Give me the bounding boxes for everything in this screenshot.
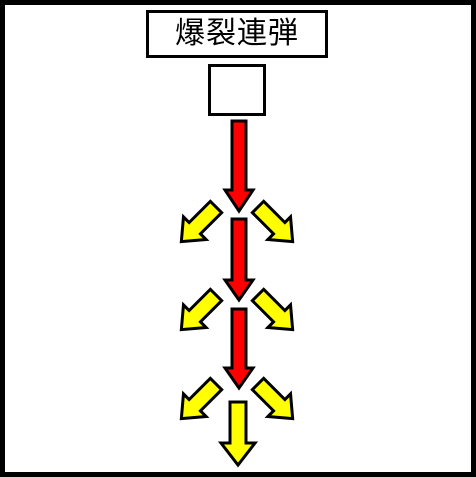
source-block bbox=[208, 64, 266, 116]
title-box: 爆裂連弾 bbox=[146, 10, 328, 58]
diagram-title: 爆裂連弾 bbox=[175, 16, 299, 51]
yellow-arrow-left-1 bbox=[179, 199, 224, 244]
red-arrow-1 bbox=[222, 119, 256, 214]
yellow-arrow-right-1 bbox=[250, 199, 295, 244]
yellow-arrow-left-2 bbox=[179, 287, 224, 332]
yellow-arrow-left-3 bbox=[179, 376, 224, 421]
yellow-arrow-right-3 bbox=[250, 376, 295, 421]
red-arrow-3 bbox=[222, 307, 256, 391]
yellow-arrow-right-2 bbox=[250, 287, 295, 332]
yellow-arrow-down bbox=[217, 400, 259, 468]
red-arrow-2 bbox=[222, 217, 256, 303]
